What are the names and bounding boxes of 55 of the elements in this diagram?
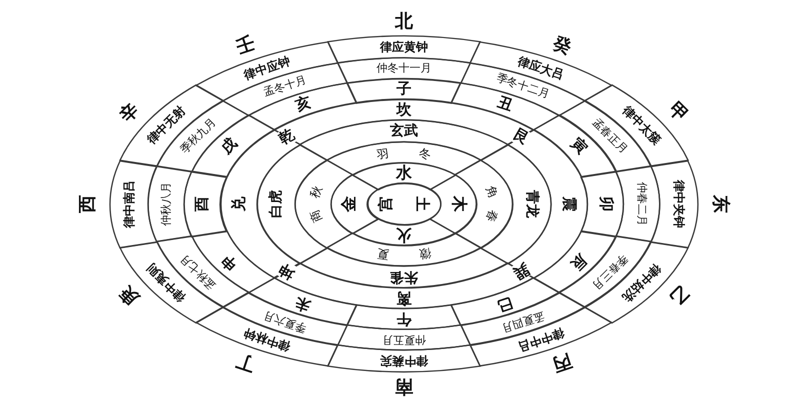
month-label: 仲夏五月 bbox=[382, 334, 426, 346]
tone-label: 商 bbox=[308, 208, 324, 224]
stem-label: 丙 bbox=[550, 350, 574, 373]
branch-label: 辰 bbox=[568, 250, 590, 272]
direction-label: 西 bbox=[79, 195, 97, 213]
stem-label: 乙 bbox=[664, 282, 690, 308]
branch-label: 寅 bbox=[568, 136, 590, 158]
element-label: 木 bbox=[450, 196, 467, 212]
season-label: 秋 bbox=[308, 184, 324, 200]
month-label: 仲冬十一月 bbox=[376, 62, 432, 74]
tone-label: 角 bbox=[484, 184, 500, 200]
month-label: 仲春二月 bbox=[636, 182, 648, 226]
branch-label: 酉 bbox=[194, 196, 210, 212]
direction-label: 南 bbox=[395, 377, 413, 395]
tone-label: 宫 bbox=[378, 196, 394, 212]
pitch-label: 律中南吕 bbox=[123, 180, 136, 228]
branch-label: 申 bbox=[218, 250, 240, 272]
element-label: 土 bbox=[414, 196, 430, 212]
month-label: 孟春正月 bbox=[590, 116, 630, 156]
direction-label: 东 bbox=[711, 195, 729, 213]
trigram-label: 震 bbox=[562, 196, 577, 212]
branch-label: 巳 bbox=[495, 294, 514, 314]
guardian-label: 玄武 bbox=[390, 124, 418, 138]
stem-label: 辛 bbox=[118, 100, 144, 126]
pitch-label: 律中蕤宾 bbox=[380, 355, 428, 368]
element-label: 水 bbox=[396, 164, 412, 181]
month-label: 孟秋七月 bbox=[178, 252, 218, 292]
stem-label: 庚 bbox=[118, 282, 144, 308]
trigram-label: 巽 bbox=[509, 259, 532, 282]
branch-label: 戌 bbox=[218, 136, 240, 158]
pitch-label: 律中夹钟 bbox=[672, 180, 685, 228]
stem-label: 丁 bbox=[234, 350, 258, 373]
branch-label: 丑 bbox=[495, 94, 514, 114]
month-label: 仲秋八月 bbox=[160, 182, 172, 226]
element-label: 火 bbox=[396, 227, 412, 244]
trigram-label: 兑 bbox=[231, 196, 246, 212]
guardian-label: 青龙 bbox=[524, 190, 539, 218]
season-label: 冬 bbox=[418, 146, 432, 160]
guardian-label: 朱雀 bbox=[390, 270, 418, 284]
branch-label: 午 bbox=[396, 312, 412, 327]
season-label: 春 bbox=[484, 208, 500, 224]
element-label: 金 bbox=[341, 196, 358, 212]
branch-label: 卯 bbox=[598, 196, 614, 212]
direction-label: 北 bbox=[395, 13, 413, 31]
tone-label: 徵 bbox=[418, 248, 432, 262]
trigram-label: 离 bbox=[396, 290, 412, 306]
tone-label: 羽 bbox=[376, 146, 390, 160]
branch-label: 子 bbox=[396, 81, 412, 96]
guardian-label: 白虎 bbox=[269, 190, 284, 218]
season-label: 夏 bbox=[376, 248, 390, 262]
trigram-label: 坎 bbox=[396, 102, 412, 118]
branch-label: 未 bbox=[294, 294, 313, 314]
pitch-label: 律应黄钟 bbox=[380, 40, 428, 53]
stem-label: 甲 bbox=[664, 100, 690, 126]
branch-label: 亥 bbox=[294, 94, 313, 114]
